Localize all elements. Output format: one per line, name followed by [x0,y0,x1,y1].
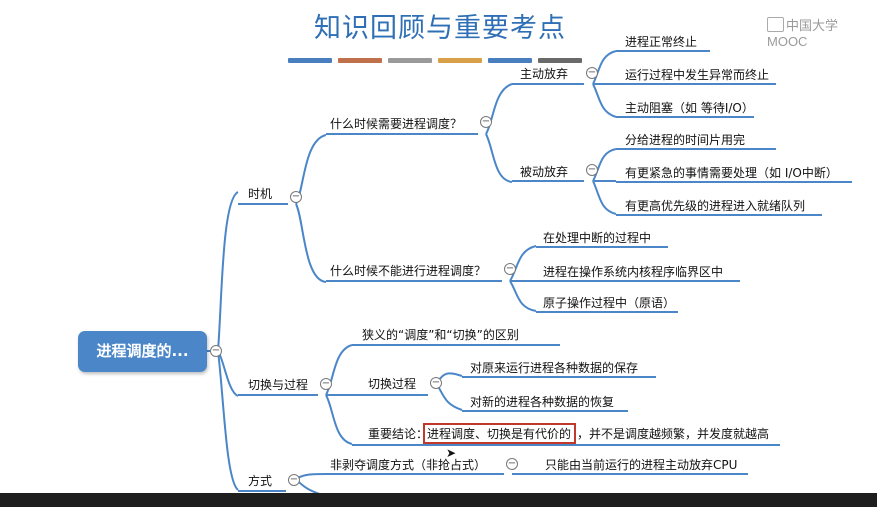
title-color-bar-6 [538,58,582,63]
leaf-restore-data[interactable]: 对新的进程各种数据的恢复 [470,395,615,409]
leaf-active-3[interactable]: 主动阻塞（如 等待I/O） [625,101,754,115]
branch-timing[interactable]: 时机 [248,187,273,201]
leaf-when-not-3[interactable]: 原子操作过程中（原语） [543,296,676,310]
switch-process-collapse-icon[interactable]: − [430,377,442,389]
leaf-save-data[interactable]: 对原来运行进程各种数据的保存 [470,361,639,375]
leaf-passive-3[interactable]: 有更高优先级的进程进入就绪队列 [625,199,806,213]
page-title: 知识回顾与重要考点 [314,13,566,44]
node-conclusion-label[interactable]: 重要结论： [368,427,429,441]
leaf-when-not-2[interactable]: 进程在操作系统内核程序临界区中 [543,265,724,279]
nonpreemptive-collapse-icon[interactable]: − [506,458,518,470]
highlight-box [423,423,576,444]
node-passive-give-up[interactable]: 被动放弃 [520,165,569,179]
root-node[interactable]: 进程调度的... [78,331,207,372]
leaf-active-2[interactable]: 运行过程中发生异常而终止 [625,68,770,82]
title-color-bar-1 [288,58,332,63]
title-color-bar-3 [388,58,432,63]
node-switch-process[interactable]: 切换过程 [368,377,417,391]
leaf-active-1[interactable]: 进程正常终止 [625,35,698,49]
node-when-needed[interactable]: 什么时候需要进程调度？ [330,117,463,131]
mooc-logo-icon [767,17,784,32]
passive-collapse-icon[interactable]: − [586,164,598,176]
branch-switch[interactable]: 切换与过程 [248,378,309,392]
mooc-watermark: 中国大学MOOC [767,17,839,49]
leaf-passive-1[interactable]: 分给进程的时间片用完 [625,133,746,147]
branch-method[interactable]: 方式 [248,474,273,488]
timing-collapse-icon[interactable]: − [290,191,302,203]
root-collapse-icon[interactable]: − [210,345,222,357]
conclusion-highlight-text[interactable]: 进程调度、切换是有代价的 [427,427,572,441]
leaf-passive-2[interactable]: 有更紧急的事情需要处理（如 I/O中断） [625,166,838,180]
leaf-nonpreemptive-desc[interactable]: 只能由当前运行的进程主动放弃CPU [545,458,738,472]
bottom-toolbar [0,493,877,507]
node-active-give-up[interactable]: 主动放弃 [520,67,569,81]
active-collapse-icon[interactable]: − [586,67,598,79]
node-narrow-difference[interactable]: 狭义的“调度”和“切换”的区别 [362,328,519,342]
title-color-bar-2 [338,58,382,63]
node-nonpreemptive[interactable]: 非剥夺调度方式（非抢占式） [330,458,487,472]
leaf-when-not-1[interactable]: 在处理中断的过程中 [543,231,652,245]
switch-collapse-icon[interactable]: − [320,378,332,390]
title-color-bar-4 [438,58,482,63]
mouse-cursor-icon: ➤ [446,446,457,460]
when-not-collapse-icon[interactable]: − [504,263,516,275]
when-needed-collapse-icon[interactable]: − [480,116,492,128]
conclusion-rest-text[interactable]: ，并不是调度越频繁，并发度就越高 [577,427,770,441]
method-collapse-icon[interactable]: − [288,474,300,486]
title-color-bar-5 [488,58,532,63]
node-when-not[interactable]: 什么时候不能进行进程调度？ [330,264,487,278]
